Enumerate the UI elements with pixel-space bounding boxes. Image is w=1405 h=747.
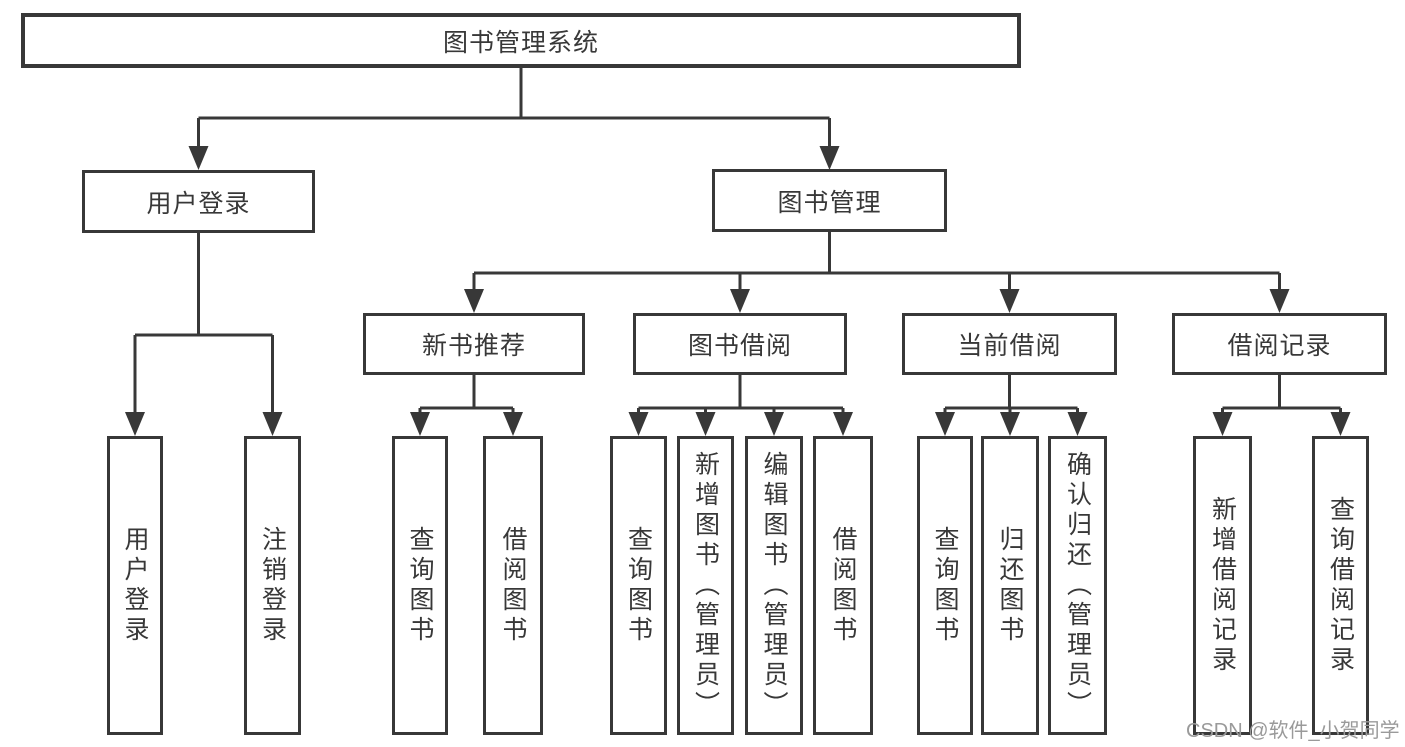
node-book-management-label: 图书管理 xyxy=(777,188,882,217)
leaf-add-books-admin-label: 新增图书（管理员） xyxy=(691,450,720,721)
node-new-book-recommend: 新书推荐 xyxy=(363,313,585,375)
leaf-return-books: 归还图书 xyxy=(981,436,1039,735)
connector-current-borrow-group xyxy=(935,375,1088,436)
csdn-watermark: CSDN @软件_小贺同学 xyxy=(1186,720,1400,742)
connector-book-management-group xyxy=(464,232,1290,313)
leaf-add-borrow-record-label: 新增借阅记录 xyxy=(1208,495,1237,676)
node-borrow-record-label: 借阅记录 xyxy=(1227,332,1332,360)
node-library-system: 图书管理系统 xyxy=(21,13,1021,68)
leaf-confirm-return-admin: 确认归还（管理员） xyxy=(1048,436,1107,735)
node-user-login: 用户登录 xyxy=(82,170,315,233)
node-borrow-record: 借阅记录 xyxy=(1172,313,1387,375)
node-current-borrow: 当前借阅 xyxy=(902,313,1117,375)
leaf-query-books-borrow-label: 查询图书 xyxy=(624,525,653,646)
leaf-logout-label: 注销登录 xyxy=(258,525,287,646)
leaf-return-books-label: 归还图书 xyxy=(996,525,1024,646)
leaf-add-books-admin: 新增图书（管理员） xyxy=(677,436,734,735)
leaf-query-books-recommend-label: 查询图书 xyxy=(406,525,434,646)
leaf-edit-books-admin: 编辑图书（管理员） xyxy=(745,436,803,735)
node-new-book-recommend-label: 新书推荐 xyxy=(421,332,526,360)
leaf-borrow-books-label: 借阅图书 xyxy=(829,525,857,646)
connector-new-book-group xyxy=(410,375,523,436)
leaf-borrow-books-recommend: 借阅图书 xyxy=(483,436,543,735)
leaf-query-borrow-record-label: 查询借阅记录 xyxy=(1326,495,1355,676)
connector-user-login-group xyxy=(125,233,283,436)
node-library-system-label: 图书管理系统 xyxy=(442,28,599,57)
leaf-confirm-return-admin-label: 确认归还（管理员） xyxy=(1063,450,1092,721)
leaf-user-login: 用户登录 xyxy=(107,436,163,735)
node-book-borrow: 图书借阅 xyxy=(633,313,847,375)
connector-book-borrow-group xyxy=(628,375,853,436)
node-current-borrow-label: 当前借阅 xyxy=(957,332,1062,360)
leaf-logout: 注销登录 xyxy=(244,436,301,735)
connector-borrow-record-group xyxy=(1212,375,1351,436)
leaf-query-books-borrow: 查询图书 xyxy=(610,436,667,735)
node-user-login-label: 用户登录 xyxy=(146,189,251,218)
node-book-management: 图书管理 xyxy=(712,169,947,232)
leaf-query-books-current-label: 查询图书 xyxy=(931,525,959,646)
leaf-borrow-books: 借阅图书 xyxy=(813,436,873,735)
leaf-user-login-label: 用户登录 xyxy=(121,525,149,646)
leaf-query-books-current: 查询图书 xyxy=(917,436,973,735)
leaf-borrow-books-recommend-label: 借阅图书 xyxy=(499,525,527,646)
node-book-borrow-label: 图书借阅 xyxy=(687,332,792,360)
leaf-query-books-recommend: 查询图书 xyxy=(392,436,448,735)
leaf-edit-books-admin-label: 编辑图书（管理员） xyxy=(760,450,788,721)
leaf-add-borrow-record: 新增借阅记录 xyxy=(1193,436,1252,735)
connector-root-to-level2 xyxy=(188,68,840,170)
leaf-query-borrow-record: 查询借阅记录 xyxy=(1312,436,1369,735)
